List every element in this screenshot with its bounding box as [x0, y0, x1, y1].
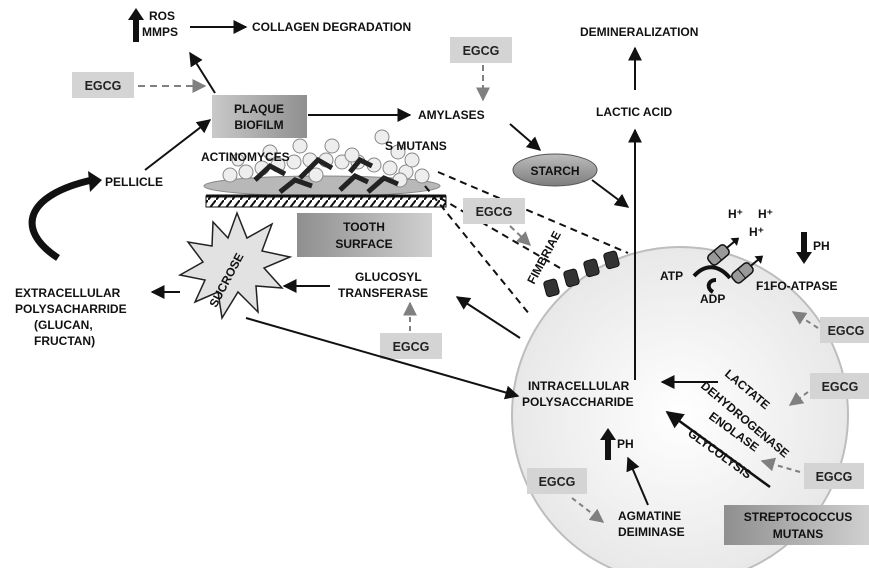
h-plus-label-3: H⁺ — [749, 225, 764, 239]
streptococcus-mutans-box: STREPTOCOCCUS MUTANS — [724, 505, 869, 545]
egcg-box-amylases: EGCG — [450, 37, 512, 63]
curved-arrow-to-pellicle — [32, 180, 92, 258]
svg-text:STREPTOCOCCUS: STREPTOCOCCUS — [744, 510, 852, 524]
arrow-sucrose-to-ips — [246, 318, 518, 396]
egcg-box-fimbriae: EGCG — [463, 198, 525, 224]
svg-text:EGCG: EGCG — [476, 205, 513, 219]
egcg-box-plaque: EGCG — [72, 72, 134, 98]
eps-label-3: (GLUCAN, — [34, 318, 93, 332]
svg-text:EGCG: EGCG — [822, 380, 859, 394]
plaque-biofilm-box: PLAQUE BIOFILM — [212, 95, 307, 138]
adp-label: ADP — [700, 292, 725, 306]
fimbriae-label: FIMBRIAE — [524, 229, 564, 287]
egcg-box-enolase: EGCG — [804, 463, 864, 489]
arrow-cell-to-transferase — [457, 297, 520, 338]
starch-ellipse: STARCH — [513, 154, 597, 186]
s-mutans-label: S MUTANS — [385, 139, 447, 153]
ph-label-right: PH — [813, 239, 830, 253]
tooth-surface-box: TOOTH SURFACE — [297, 213, 432, 257]
glucosyl-label-2: TRANSFERASE — [338, 286, 428, 300]
egcg-box-ldh: EGCG — [810, 373, 869, 399]
actinomyces-label: ACTINOMYCES — [201, 150, 290, 164]
sucrose-starburst: SUCROSE — [180, 213, 290, 318]
ph-label-bottom: PH — [617, 437, 634, 451]
h-plus-label-2: H⁺ — [758, 207, 773, 221]
ips-label-1: INTRACELLULAR — [528, 379, 630, 393]
svg-text:EGCG: EGCG — [463, 44, 500, 58]
svg-text:EGCG: EGCG — [539, 475, 576, 489]
egcg-box-atpase: EGCG — [820, 317, 869, 343]
svg-text:EGCG: EGCG — [393, 340, 430, 354]
svg-text:MUTANS: MUTANS — [773, 527, 823, 541]
h-plus-label-1: H⁺ — [728, 207, 743, 221]
svg-text:EGCG: EGCG — [85, 79, 122, 93]
lactic-acid-label: LACTIC ACID — [596, 105, 673, 119]
ros-label: ROS — [149, 9, 175, 23]
arrow-amylases-to-starch — [510, 124, 540, 150]
svg-text:BIOFILM: BIOFILM — [234, 118, 283, 132]
f1fo-atpase-label: F1FO-ATPASE — [756, 279, 838, 293]
pellicle-label: PELLICLE — [105, 175, 163, 189]
down-arrow-icon — [796, 232, 812, 264]
curved-arrowhead-icon — [88, 171, 102, 192]
atp-label: ATP — [660, 269, 683, 283]
demineralization-label: DEMINERALIZATION — [580, 25, 698, 39]
svg-text:PLAQUE: PLAQUE — [234, 102, 284, 116]
svg-text:EGCG: EGCG — [828, 324, 865, 338]
mmps-label: MMPS — [142, 25, 178, 39]
svg-text:SURFACE: SURFACE — [335, 237, 392, 251]
eps-label-4: FRUCTAN) — [34, 334, 95, 348]
svg-text:TOOTH: TOOTH — [343, 220, 385, 234]
svg-text:STARCH: STARCH — [530, 164, 579, 178]
eps-label-1: EXTRACELLULAR — [15, 286, 121, 300]
agmatine-label-2: DEIMINASE — [618, 525, 685, 539]
egcg-box-transferase: EGCG — [380, 333, 442, 359]
egcg-box-agmatine: EGCG — [527, 468, 587, 494]
eps-label-2: POLYSACHARRIDE — [15, 302, 127, 316]
inhibit-arrow-fimbriae — [510, 226, 530, 245]
ips-label-2: POLYSACCHARIDE — [522, 395, 634, 409]
amylases-label: AMYLASES — [418, 108, 485, 122]
tooth-hatched-surface — [206, 196, 446, 207]
glucosyl-label-1: GLUCOSYL — [355, 270, 422, 284]
svg-text:EGCG: EGCG — [816, 470, 853, 484]
agmatine-label-1: AGMATINE — [618, 509, 681, 523]
arrow-starch-to-cell — [592, 180, 628, 207]
collagen-degradation-label: COLLAGEN DEGRADATION — [252, 20, 411, 34]
